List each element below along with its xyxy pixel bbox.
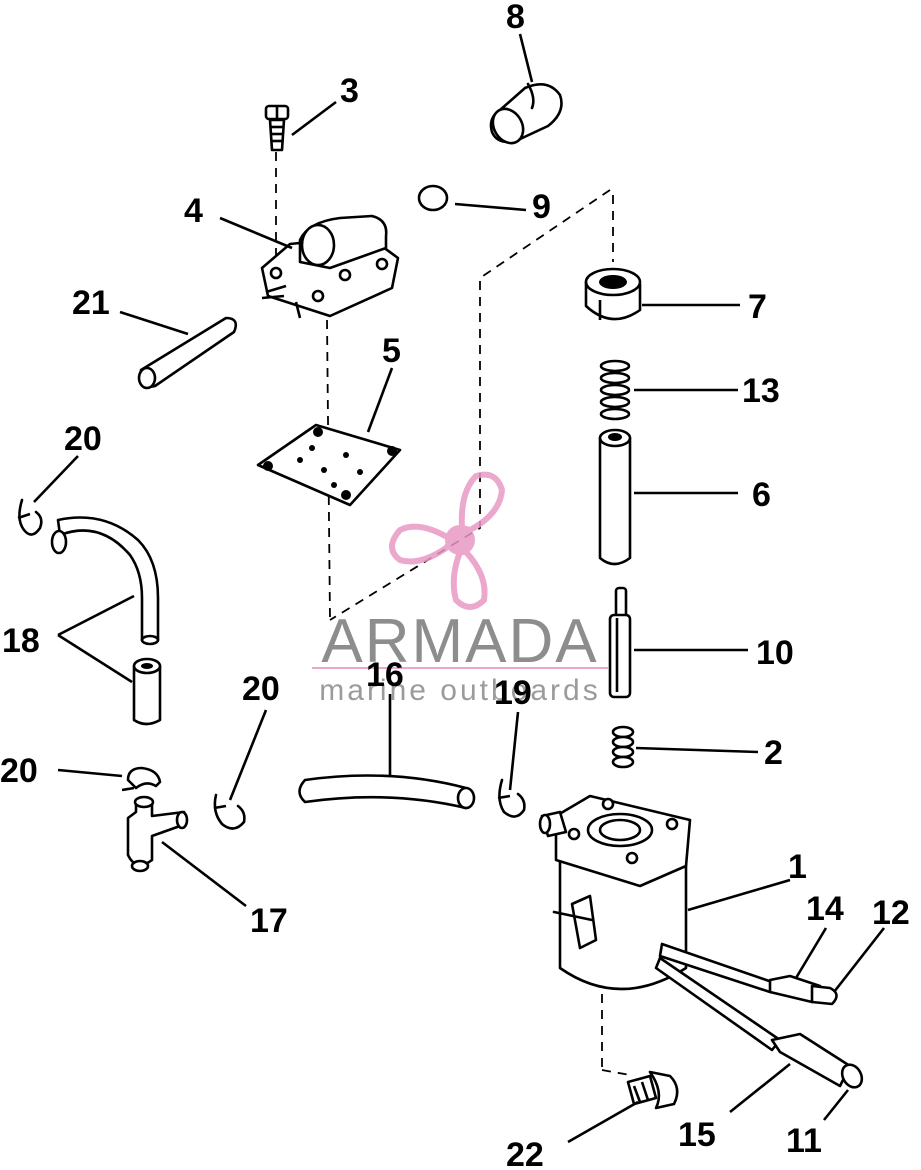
callout-15: 15 [678,1116,716,1154]
part-1-pump-body [538,794,782,1052]
watermark-tagline: marine outboards [319,674,600,707]
callout-7: 7 [748,288,767,326]
callout-2: 2 [764,734,783,772]
part-13-spring [599,359,631,421]
part-20-clip-lower-left [121,766,162,792]
part-11-wire-terminal [840,1063,864,1089]
part-20-clip-upper [17,498,43,536]
part-2-spring [611,725,635,769]
callout-17: 17 [250,902,288,940]
watermark-brand: ARMADA [321,607,598,676]
callout-14: 14 [806,890,844,928]
part-15-wire-boot [770,1032,852,1088]
part-6-sleeve [598,428,632,566]
callout-10: 10 [756,634,794,672]
part-17-t-fitting [126,795,189,873]
callout-18: 18 [2,622,40,660]
callout-6: 6 [752,476,771,514]
part-20-clip-middle [213,793,246,830]
part-8-elbow-cap [489,82,563,145]
callout-8: 8 [506,0,525,36]
callout-9: 9 [532,188,551,226]
callout-5: 5 [382,332,401,370]
callout-16: 16 [366,656,404,694]
propeller-logo-icon [389,471,506,610]
callout-12: 12 [872,894,910,932]
callout-20-middle: 20 [242,670,280,708]
callout-19: 19 [494,674,532,712]
part-18-hose-short [132,657,162,726]
callout-20-lower: 20 [0,752,38,790]
callout-1: 1 [788,848,807,886]
armada-watermark: ARMADA marine outboards [312,471,608,707]
part-4-pump-cover [260,214,400,319]
callout-11: 11 [786,1122,822,1160]
part-5-gasket [256,423,402,507]
callout-13: 13 [742,372,780,410]
part-22-drain-screw [626,1070,679,1110]
part-18-hose-bent [50,516,160,646]
part-21-tube [137,316,238,390]
leader-lines [33,33,886,1144]
part-19-clip [497,778,526,818]
part-3-screw [264,104,290,152]
callout-20-upper: 20 [64,420,102,458]
callout-4: 4 [184,192,203,230]
callout-22: 22 [506,1136,544,1170]
part-12-connector-terminal [810,984,838,1006]
part-9-o-ring [417,184,449,212]
part-16-hose [298,774,476,810]
callout-21: 21 [72,284,110,322]
part-10-plunger-rod [608,586,632,699]
part-7-bushing [584,267,642,321]
callout-3: 3 [340,72,359,110]
